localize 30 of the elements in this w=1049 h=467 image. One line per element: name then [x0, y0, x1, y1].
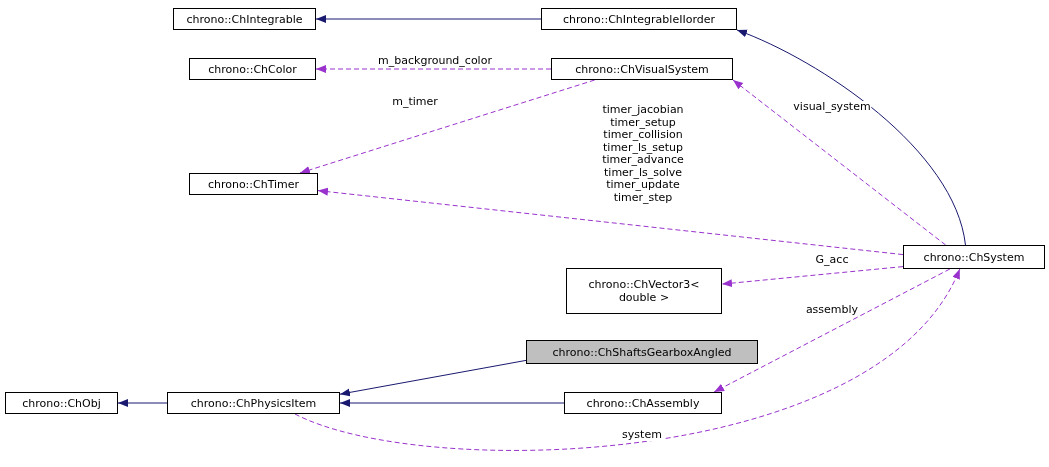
arrow — [736, 29, 966, 246]
edge-label: m_background_color — [377, 55, 493, 67]
class-box: chrono::ChObj — [5, 392, 118, 414]
edge-label: assembly — [804, 304, 860, 316]
class-box: chrono::ChPhysicsItem — [167, 392, 340, 414]
dashed-arrow — [315, 65, 552, 73]
class-box: chrono::ChAssembly — [564, 392, 722, 414]
dashed-arrow — [732, 79, 947, 246]
class-box: chrono::ChVector3< double > — [566, 268, 722, 314]
dashed-arrow — [713, 268, 951, 393]
dashed-arrow — [299, 79, 596, 174]
dashed-arrow — [294, 268, 961, 451]
edge-label: timer_jacobian timer_setup timer_collision timer_ls_setup timer_advance timer_ls_solve timer_update timer_step — [601, 104, 685, 204]
edge-label: G_acc — [814, 254, 850, 266]
class-box: chrono::ChTimer — [189, 173, 318, 195]
class-box: chrono::ChIntegrable — [173, 8, 316, 30]
arrow — [339, 399, 565, 407]
class-box: chrono::ChIntegrableIIorder — [541, 8, 737, 30]
class-box: chrono::ChColor — [189, 58, 316, 80]
arrow — [339, 359, 527, 397]
arrow — [315, 15, 542, 23]
class-box: chrono::ChShaftsGearboxAngled — [526, 340, 758, 364]
edge-label: system — [621, 429, 663, 441]
dashed-arrow — [317, 187, 904, 256]
class-box: chrono::ChVisualSystem — [551, 58, 733, 80]
dashed-arrow — [721, 266, 904, 288]
edge-label: m_timer — [391, 96, 439, 108]
class-box: chrono::ChSystem — [903, 245, 1045, 269]
arrow — [117, 399, 168, 407]
edge-label: visual_system — [792, 101, 872, 113]
